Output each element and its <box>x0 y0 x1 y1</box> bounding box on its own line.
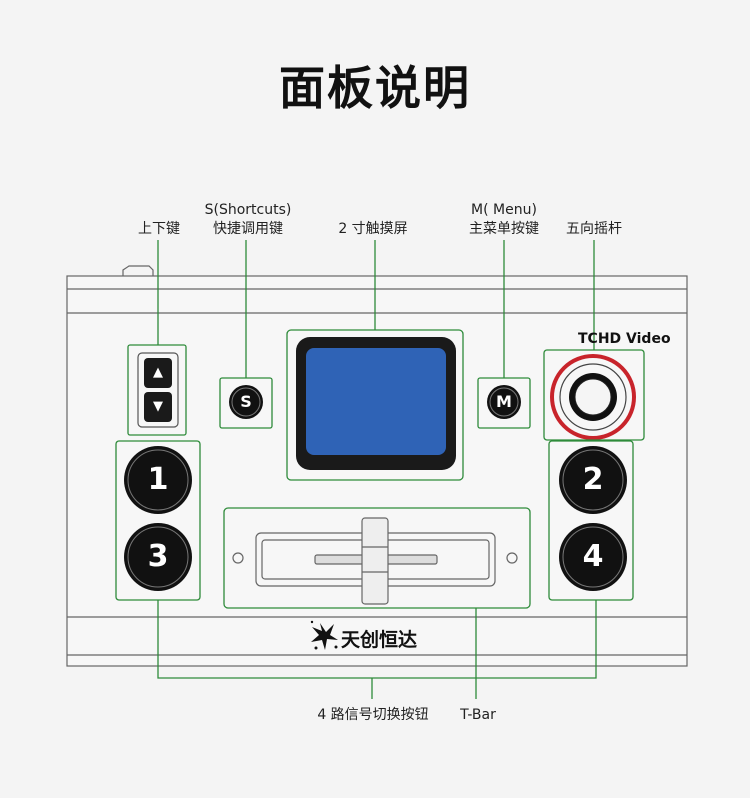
key-2-button[interactable]: 2 <box>582 462 604 497</box>
tbar-graphic <box>232 517 518 605</box>
model-text: TCHD Video <box>578 331 671 347</box>
page-title: 面板说明 <box>279 61 471 115</box>
key-1-button[interactable]: 1 <box>147 462 169 497</box>
label-shortcut-line1: S(Shortcuts) <box>204 202 292 218</box>
down-arrow-button[interactable]: ▼ <box>153 399 163 414</box>
label-touchscreen: 2 寸触摸屏 <box>338 221 408 237</box>
label-updown: 上下键 <box>138 221 180 237</box>
up-arrow-button[interactable]: ▲ <box>153 365 163 380</box>
label-tbar: T-Bar <box>460 707 496 723</box>
label-shortcut-line2: 快捷调用键 <box>213 221 283 237</box>
number-keys <box>124 446 627 591</box>
s-key-graphic <box>229 385 263 419</box>
m-key-button[interactable]: M <box>496 392 512 411</box>
updown-key-block <box>137 352 179 428</box>
s-key-button[interactable]: S <box>240 392 252 411</box>
joystick-graphic <box>550 354 636 440</box>
callout-lines <box>157 240 597 699</box>
brand-name: 天创恒达 <box>341 629 418 651</box>
label-menu-line1: M( Menu) <box>471 202 537 218</box>
key-4-button[interactable]: 4 <box>582 539 604 574</box>
label-menu-line2: 主菜单按键 <box>469 221 539 237</box>
label-switch-buttons: 4 路信号切换按钮 <box>317 707 429 723</box>
star-burst-logo-icon <box>310 620 338 650</box>
m-key-graphic <box>487 385 521 419</box>
key-3-button[interactable]: 3 <box>147 539 169 574</box>
label-joystick: 五向摇杆 <box>566 221 622 237</box>
touchscreen-graphic <box>296 337 456 470</box>
